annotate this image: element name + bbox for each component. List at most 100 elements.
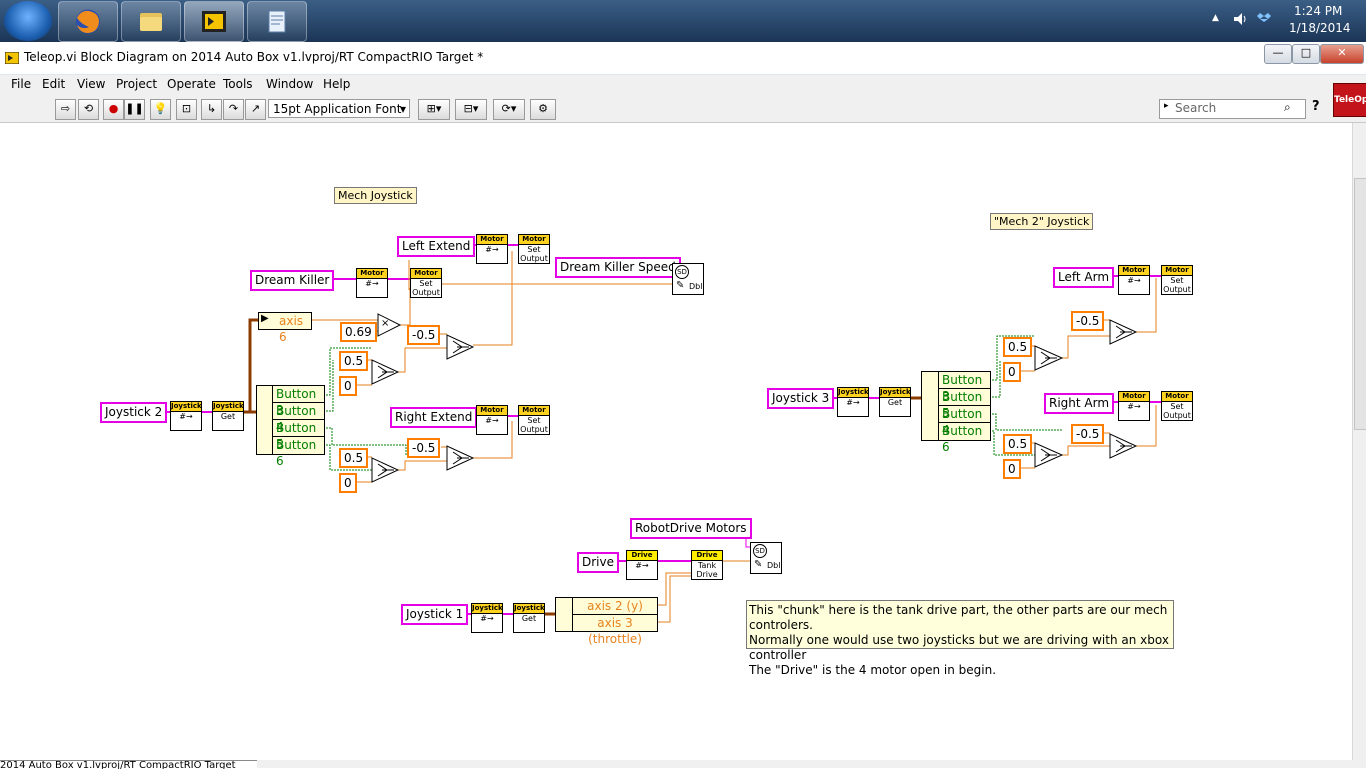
tray-show-hidden-icon[interactable]: ▲	[1212, 13, 1219, 23]
drive-open-node[interactable]: Drive#→	[626, 550, 658, 580]
motor-open-node[interactable]: Motor#→	[1118, 391, 1150, 421]
run-button[interactable]: ⇨	[55, 99, 76, 120]
horizontal-scrollbar[interactable]	[0, 760, 1366, 768]
numeric-constant[interactable]: 0.5	[1003, 337, 1033, 357]
step-over-button[interactable]: ↷	[223, 99, 244, 120]
maximize-button[interactable]: □	[1292, 44, 1320, 64]
dream-killer-speed-ref[interactable]: Dream Killer Speed	[555, 257, 681, 278]
right-extend-ref[interactable]: Right Extend	[390, 407, 478, 428]
motor-open-node[interactable]: Motor#→	[476, 405, 508, 435]
joystick2-ref[interactable]: Joystick 2	[100, 402, 168, 423]
speaker-icon[interactable]	[1232, 11, 1248, 27]
pencil-icon: ✎	[676, 280, 685, 291]
menu-help[interactable]: Help	[323, 77, 351, 91]
motor-open-node[interactable]: Motor#→	[356, 268, 388, 298]
drive-ref[interactable]: Drive	[577, 552, 619, 573]
numeric-constant[interactable]: -0.5	[1071, 424, 1105, 444]
step-out-button[interactable]: ↗	[245, 99, 266, 120]
reorder-button[interactable]: ⟳▾	[493, 99, 525, 120]
joystick1-ref[interactable]: Joystick 1	[401, 604, 469, 625]
align-objects-button[interactable]: ⊞▾	[418, 99, 450, 120]
numeric-constant[interactable]: 0	[339, 473, 357, 493]
vertical-scrollbar[interactable]	[1352, 123, 1366, 760]
refnum-icon: #→	[179, 412, 193, 421]
menu-tools[interactable]: Tools	[223, 77, 253, 91]
start-button[interactable]	[4, 1, 52, 41]
motor-open-node[interactable]: Motor#→	[1118, 265, 1150, 295]
motor-open-node[interactable]: Motor#→	[476, 234, 508, 264]
step-into-button[interactable]: ↳	[201, 99, 222, 120]
cleanup-diagram-button[interactable]: ⚙	[530, 99, 556, 120]
window-title: Teleop.vi Block Diagram on 2014 Auto Box…	[24, 50, 484, 64]
clock-date[interactable]: 1/18/2014	[1289, 21, 1351, 35]
retain-wire-values-button[interactable]: ⊡	[176, 99, 197, 120]
minimize-button[interactable]: —	[1264, 44, 1292, 64]
close-button[interactable]: ✕	[1320, 44, 1364, 64]
node-header: Joystick	[171, 402, 202, 412]
unbundle-joystick1-axes[interactable]: axis 2 (y) axis 3 (throttle)	[555, 597, 658, 646]
help-button[interactable]: ?	[1312, 99, 1320, 114]
numeric-constant[interactable]: -0.5	[407, 438, 441, 458]
numeric-constant[interactable]: 0.69	[340, 322, 377, 342]
unbundle-joystick3-buttons[interactable]: Button 3 Button 5 Button 4 Button 6	[921, 371, 991, 454]
unbundle-axis6[interactable]: ▶ axis 6	[258, 312, 312, 344]
search-input[interactable]: ▸ Search ⌕	[1159, 99, 1306, 119]
abort-button[interactable]: ●	[103, 99, 124, 120]
unbundle-row: Button 4	[939, 406, 990, 437]
numeric-constant[interactable]: 0	[1003, 459, 1021, 479]
taskbar-notepad[interactable]	[247, 1, 307, 42]
right-arm-ref[interactable]: Right Arm	[1044, 393, 1115, 414]
numeric-constant[interactable]: 0.5	[339, 351, 369, 371]
unbundle-row: Button 6	[276, 438, 317, 468]
dropbox-icon[interactable]	[1256, 10, 1272, 26]
joystick3-ref[interactable]: Joystick 3	[767, 388, 835, 409]
search-icon[interactable]: ⌕	[1284, 100, 1291, 114]
diagram-comment[interactable]: This "chunk" here is the tank drive part…	[746, 600, 1174, 677]
font-selector[interactable]: 15pt Application Font▾	[268, 99, 410, 118]
left-arm-ref[interactable]: Left Arm	[1053, 267, 1115, 288]
run-continuously-button[interactable]: ⟲	[78, 99, 99, 120]
robotdrive-motors-ref[interactable]: RobotDrive Motors	[630, 518, 752, 539]
numeric-constant[interactable]: -0.5	[407, 325, 441, 345]
vi-connector-icon[interactable]: TeleOp	[1333, 83, 1366, 117]
menu-operate[interactable]: Operate	[167, 77, 216, 91]
smartdashboard-write-node[interactable]: SD Dbl ✎	[750, 542, 782, 574]
numeric-constant[interactable]: -0.5	[1071, 311, 1105, 331]
dream-killer-ref[interactable]: Dream Killer	[250, 270, 335, 291]
joystick-open-node[interactable]: Joystick#→	[170, 401, 202, 431]
vertical-scroll-thumb[interactable]	[1354, 178, 1366, 430]
distribute-objects-button[interactable]: ⊟▾	[455, 99, 487, 120]
menu-edit[interactable]: Edit	[42, 77, 66, 91]
pause-icon: ❚❚	[125, 102, 144, 115]
joystick-open-node[interactable]: Joystick#→	[837, 387, 869, 417]
clock-time[interactable]: 1:24 PM	[1294, 4, 1343, 18]
left-extend-ref[interactable]: Left Extend	[397, 236, 476, 257]
menu-file[interactable]: File	[11, 77, 32, 91]
highlight-execution-button[interactable]: 💡	[150, 99, 171, 120]
dbl-label: Dbl	[767, 561, 781, 570]
node-header: Motor	[357, 269, 387, 279]
menu-project[interactable]: Project	[116, 77, 158, 91]
smartdashboard-write-node[interactable]: SD Dbl ✎	[672, 263, 704, 295]
menu-view[interactable]: View	[77, 77, 106, 91]
taskbar-explorer[interactable]	[121, 1, 181, 42]
numeric-constant[interactable]: 0	[1003, 362, 1021, 382]
joystick-open-node[interactable]: Joystick#→	[471, 603, 503, 633]
taskbar-firefox[interactable]	[58, 1, 118, 42]
menu-window[interactable]: Window	[266, 77, 314, 91]
taskbar-labview[interactable]	[184, 1, 244, 42]
numeric-constant[interactable]: 0.5	[1003, 434, 1033, 454]
numeric-constant[interactable]: 0.5	[339, 448, 369, 468]
numeric-constant[interactable]: 0	[339, 376, 357, 396]
pause-button[interactable]: ❚❚	[124, 99, 145, 120]
unbundle-joystick2-buttons[interactable]: Button 3 Button 4 Button 5 Button 6	[256, 385, 325, 468]
